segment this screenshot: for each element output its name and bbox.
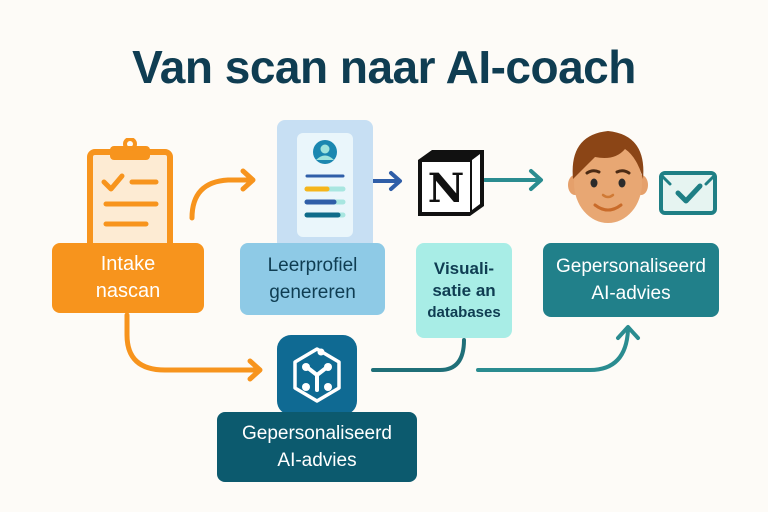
arrow-to-advies — [476, 328, 630, 372]
envelope-check-icon — [659, 171, 717, 215]
step-advies-top-line2: AI-advies — [591, 283, 671, 304]
step-visualisatie-line3: databases — [427, 303, 501, 321]
arrow-intake-to-ai — [124, 312, 261, 373]
clipboard-checklist-icon — [87, 138, 173, 250]
arrowhead-intake-to-ai — [247, 358, 263, 382]
arrowhead-to-advies — [616, 325, 640, 340]
step-intake-line1: Intake — [100, 253, 156, 275]
step-leerprofiel: Leerprofiel genereren — [240, 243, 385, 315]
arrowhead-intake-to-leerprofiel — [240, 168, 256, 192]
line-ai-to-visualisatie — [371, 338, 466, 372]
arrowhead-notion-to-face — [529, 169, 543, 191]
svg-text:N: N — [428, 165, 465, 212]
arrow-intake-to-leerprofiel — [189, 177, 253, 221]
step-leerprofiel-line1: Leerprofiel — [267, 255, 358, 276]
notion-logo-icon: N — [418, 150, 484, 216]
student-face-icon — [568, 131, 648, 223]
step-visualisatie: Visuali-satie an databases — [416, 243, 512, 338]
step-advies-top-line1: Gepersonaliseerd — [556, 256, 706, 277]
arrowhead-leerprofiel-to-notion — [389, 171, 402, 191]
profile-card-icon — [277, 120, 373, 250]
page-title: Van scan naar AI-coach — [132, 41, 636, 93]
step-advies-bottom-line2: AI-advies — [277, 450, 357, 471]
ai-hexagon-icon — [277, 335, 357, 415]
step-intake: Intake nascan — [52, 243, 204, 313]
step-visualisatie-line2: satie an — [432, 280, 496, 300]
step-intake-line2: nascan — [95, 280, 161, 302]
step-leerprofiel-line2: genereren — [269, 282, 356, 303]
step-visualisatie-line1: Visuali- — [433, 258, 495, 278]
step-advies-bottom-line1: Gepersonaliseerd — [242, 423, 392, 444]
